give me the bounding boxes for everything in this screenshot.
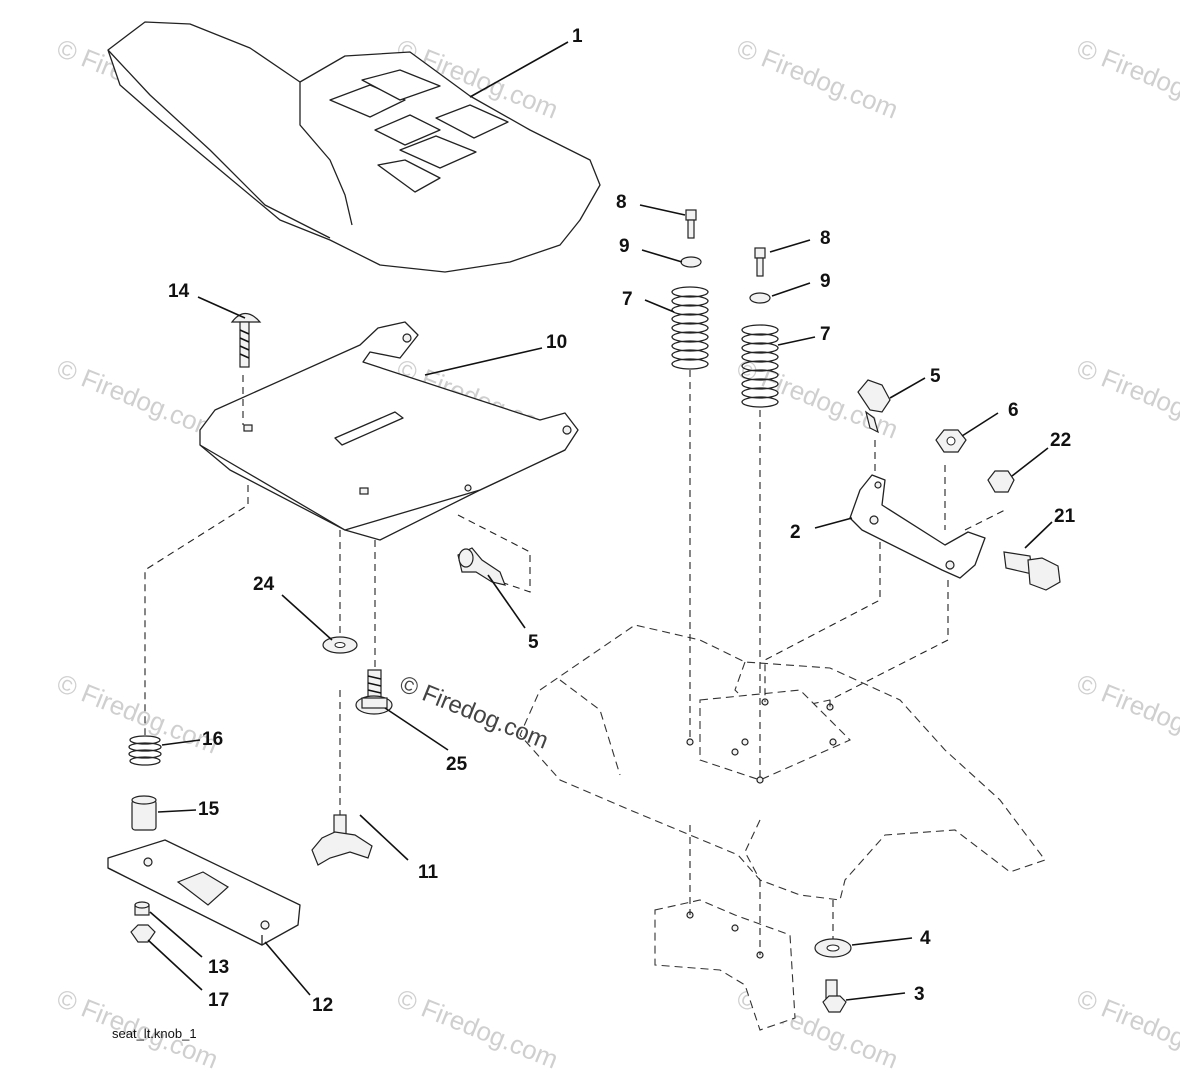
callout-21: 21 (1054, 506, 1076, 527)
callout-6: 6 (1008, 400, 1019, 421)
center-watermark: © Firedog.com (396, 671, 552, 755)
bolt-part-13 (134, 901, 150, 916)
shoulder-bolt-part-25 (355, 669, 393, 715)
washer-part-4 (814, 938, 852, 958)
bolt-part-8-left (685, 209, 697, 239)
callout-8-right: 8 (820, 228, 831, 249)
callout-4: 4 (920, 928, 931, 949)
watermark: © Firedog.com (53, 668, 223, 760)
watermark: © Firedog.com (733, 33, 903, 125)
knob-part-11 (311, 814, 373, 866)
callout-labels: 1 14 10 24 5 16 15 25 11 13 17 12 8 9 7 … (168, 26, 1076, 1016)
spacer-part-15 (131, 795, 157, 831)
watermark: © Firedog.com (1073, 983, 1180, 1075)
seat-pan-part-10 (199, 321, 579, 541)
callout-15: 15 (198, 799, 220, 820)
carriage-bolt-part-14 (230, 312, 262, 368)
callout-25: 25 (446, 754, 468, 775)
watermark: © Firedog.com (1073, 668, 1180, 760)
clip-part-5-right (857, 379, 891, 434)
tractor-frame (519, 624, 1046, 1031)
washer-part-24 (322, 636, 358, 654)
bolt-part-8-right (754, 247, 766, 277)
washer-part-9-left (680, 256, 702, 268)
watermark: © Firedog.com (53, 353, 223, 445)
watermark: © Firedog.com (1073, 353, 1180, 445)
plate-part-12 (107, 839, 301, 946)
callout-17: 17 (208, 990, 229, 1011)
callout-12: 12 (312, 995, 333, 1016)
callout-1: 1 (572, 26, 583, 47)
callout-14: 14 (168, 281, 190, 302)
nut-part-17 (130, 924, 156, 943)
nut-part-6 (935, 429, 967, 453)
callout-5-left: 5 (528, 632, 539, 653)
callout-7-left: 7 (622, 289, 633, 310)
callout-8-left: 8 (616, 192, 627, 213)
callout-2: 2 (790, 522, 801, 543)
washer-part-9-right (749, 292, 771, 304)
callout-3: 3 (914, 984, 925, 1005)
diagram-caption: seat_lt.knob_1 (112, 1026, 197, 1041)
nut-part-22 (987, 470, 1015, 493)
seat-part-1 (107, 21, 601, 273)
spring-part-7-left (671, 286, 709, 370)
watermark: © Firedog.com (1073, 33, 1180, 125)
callout-7-right: 7 (820, 324, 831, 345)
callout-9-left: 9 (619, 236, 630, 257)
callout-13: 13 (208, 957, 229, 978)
callout-9-right: 9 (820, 271, 831, 292)
bracket-part-2 (849, 474, 986, 579)
spring-part-16 (128, 735, 162, 766)
callout-10: 10 (546, 332, 567, 353)
callout-5-right: 5 (930, 366, 941, 387)
callout-22: 22 (1050, 430, 1071, 451)
leader-lines (147, 41, 1053, 1001)
bolt-part-21 (1003, 551, 1061, 591)
bolt-part-3 (822, 979, 847, 1013)
callout-11: 11 (418, 862, 439, 883)
assembly-lines (144, 370, 1006, 955)
spring-part-7-right (741, 324, 779, 408)
callout-16: 16 (202, 729, 223, 750)
clip-part-5-left (457, 547, 506, 586)
callout-24: 24 (253, 574, 275, 595)
watermark: © Firedog.com (393, 983, 563, 1075)
